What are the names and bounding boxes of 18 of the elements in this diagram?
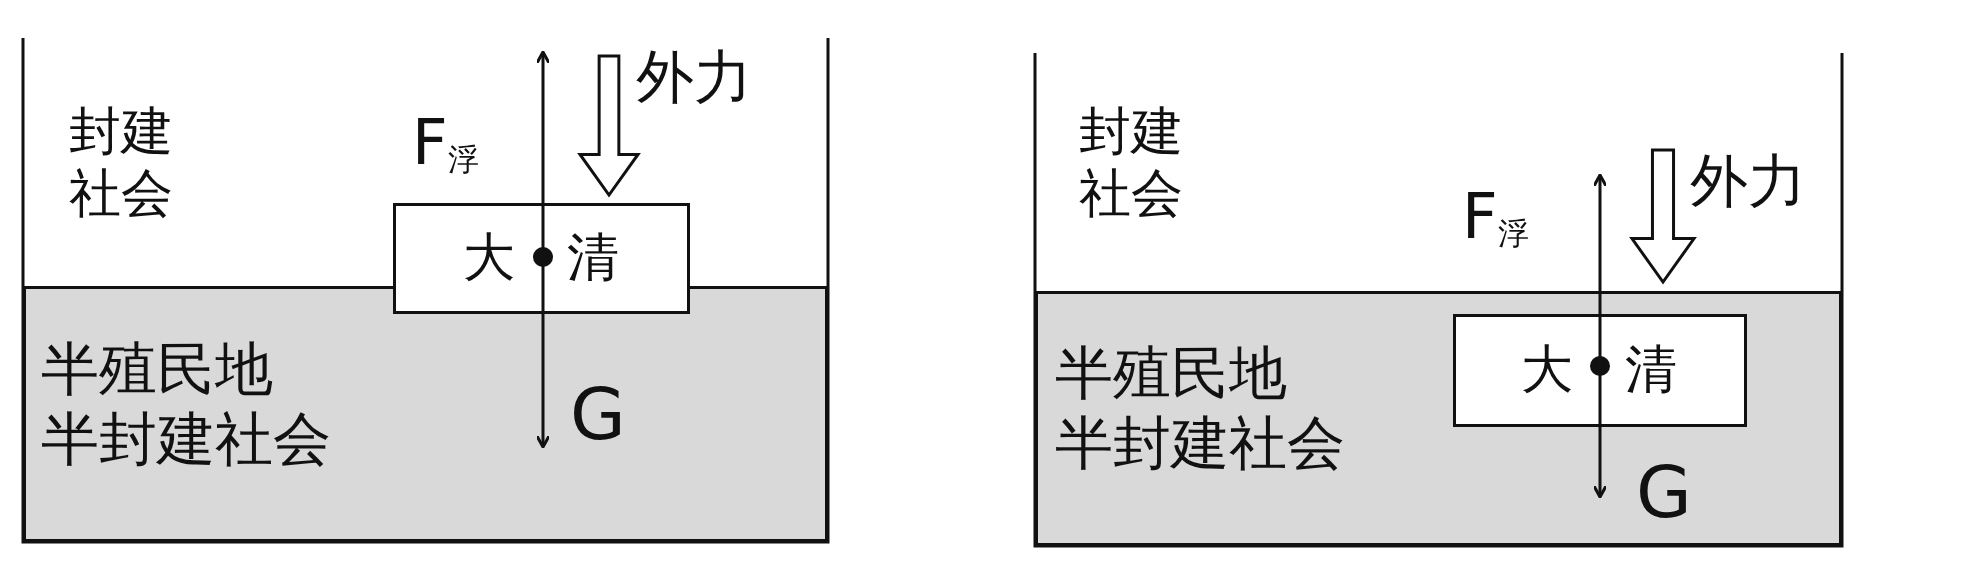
block-label: 大 <box>1521 338 1573 401</box>
block-label: 清 <box>1625 338 1677 401</box>
block-box <box>1453 314 1747 427</box>
force-label: 外力 <box>1690 152 1806 210</box>
force-label: F$_{浮}$ <box>1462 186 1529 250</box>
block-label: 大 <box>462 226 515 289</box>
block-box <box>393 203 690 314</box>
block-label: 清 <box>566 226 619 289</box>
force-label: G <box>570 378 626 450</box>
region-label: 封建社会 <box>1079 100 1183 225</box>
region-label: 封建社会 <box>69 100 173 225</box>
force-label: G <box>1636 456 1692 528</box>
region-label: 半殖民地半封建社会 <box>1055 339 1345 479</box>
lower-band <box>1035 291 1842 546</box>
lower-band <box>23 286 828 542</box>
region-label: 半殖民地半封建社会 <box>41 335 331 475</box>
force-label: F$_{浮}$ <box>412 112 479 176</box>
force-label: 外力 <box>636 48 752 106</box>
